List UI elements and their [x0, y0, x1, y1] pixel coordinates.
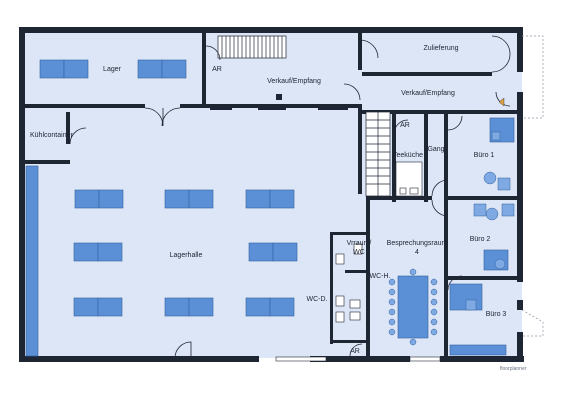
room-label-verkauf-empfang-main: Verkauf/Empfang — [267, 78, 321, 85]
room-label-verkauf-empfang-right: Verkauf/Empfang — [401, 90, 455, 97]
room-label-lager: Lager — [103, 66, 121, 73]
interior-walls — [25, 33, 520, 361]
room-label-gang: Gang — [427, 146, 445, 153]
room-label-wc-h: WC-H. — [369, 273, 391, 280]
compass-marker — [498, 97, 505, 107]
brand-watermark: floorplanner — [500, 366, 527, 372]
room-label-teekueche: Teeküche — [393, 152, 423, 159]
room-label-kuehlcontainer: Kühlcontainer — [30, 132, 73, 139]
room-label-buero1: Büro 1 — [473, 152, 495, 159]
room-label-vrraum-line2: WC — [353, 249, 365, 256]
room-label-ar-mid: AR — [400, 122, 410, 129]
markers — [210, 94, 348, 110]
exterior-swings — [521, 35, 544, 337]
room-label-ar-bottom: AR — [350, 348, 360, 355]
room-label-buero2: Büro 2 — [469, 236, 491, 243]
room-label-ar-top: AR — [212, 66, 222, 73]
outer-walls — [19, 27, 524, 362]
room-label-lagerhalle: Lagerhalle — [169, 252, 203, 259]
room-label-vrraum-line1: Vrraum/ — [346, 240, 372, 247]
stairs-mid — [365, 111, 391, 197]
room-label-wc-d: WC-D. — [306, 296, 328, 303]
room-label-besprechungsraum-line2: 4 — [415, 249, 419, 256]
room-label-besprechungsraum-line1: Besprechungsraum — [386, 240, 448, 247]
furniture-racks — [25, 59, 515, 357]
room-label-zulieferung: Zulieferung — [423, 45, 459, 52]
stairs-top — [217, 35, 287, 59]
room-label-buero3: Büro 3 — [485, 311, 507, 318]
fixtures — [335, 161, 423, 323]
window-openings — [275, 356, 441, 362]
doors — [69, 35, 511, 359]
chairs — [388, 131, 515, 346]
